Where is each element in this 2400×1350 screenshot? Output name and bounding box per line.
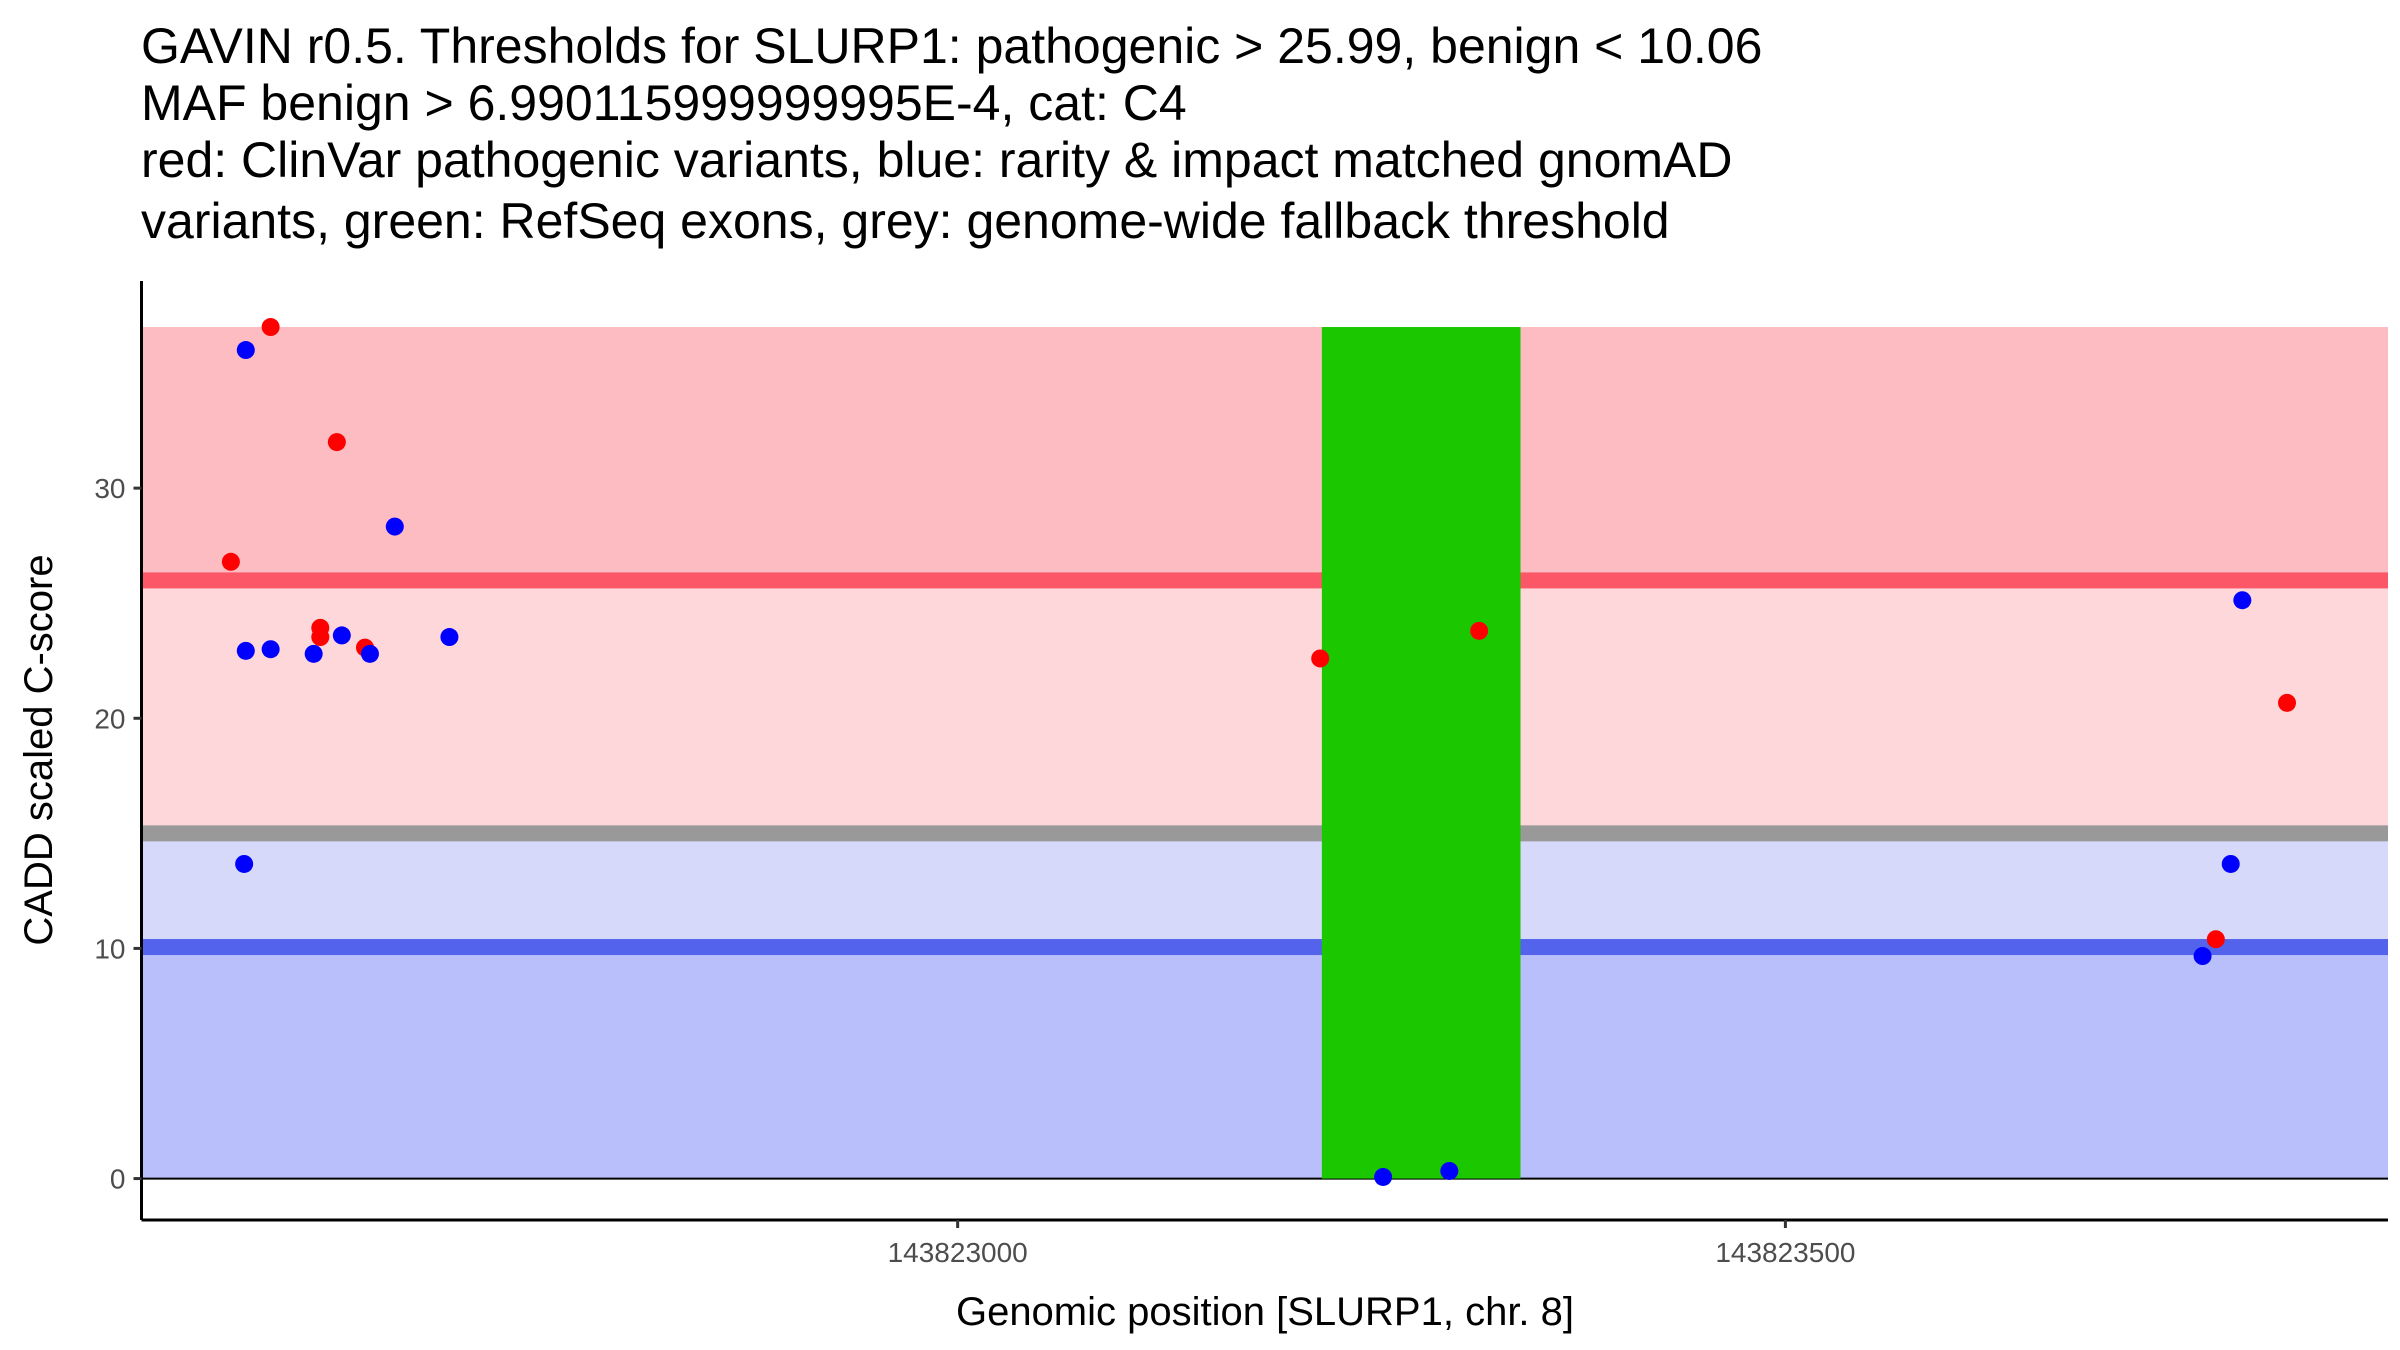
y-tick-label: 20 <box>94 703 125 734</box>
title-line-4: variants, green: RefSeq exons, grey: gen… <box>141 193 1670 249</box>
data-point <box>304 644 323 663</box>
fallback-threshold-line <box>141 825 2388 842</box>
data-point <box>236 641 255 660</box>
data-point <box>221 552 240 571</box>
y-tick-label: 10 <box>94 933 125 964</box>
x-tick-label: 143823000 <box>888 1237 1028 1268</box>
title-line-1: GAVIN r0.5. Thresholds for SLURP1: patho… <box>141 18 1762 74</box>
exon-rect <box>1321 327 1521 1179</box>
chart-title: GAVIN r0.5. Thresholds for SLURP1: patho… <box>141 18 1762 249</box>
axes: 0 10 20 30 143823000 143823500 <box>94 281 2388 1268</box>
data-point <box>2206 930 2225 949</box>
fallback-pathogenic-zone-band <box>141 580 2388 834</box>
data-point <box>1374 1167 1393 1186</box>
data-point <box>385 517 404 536</box>
y-tick-label: 30 <box>94 473 125 504</box>
benign-threshold-line <box>141 939 2388 956</box>
benign-zone-band <box>141 947 2388 1179</box>
y-axis-title: CADD scaled C-score <box>17 554 61 945</box>
data-point <box>311 628 330 647</box>
data-point <box>332 626 351 645</box>
title-line-3: red: ClinVar pathogenic variants, blue: … <box>141 132 1732 188</box>
data-point <box>236 341 255 360</box>
data-point <box>2193 947 2212 966</box>
fallback-benign-zone-band <box>141 833 2388 948</box>
data-point <box>1470 621 1489 640</box>
x-axis-title: Genomic position [SLURP1, chr. 8] <box>956 1290 1574 1334</box>
data-point <box>360 644 379 663</box>
title-line-2: MAF benign > 6.990115999999995E-4, cat: … <box>141 75 1187 131</box>
x-tick-label: 143823500 <box>1715 1237 1855 1268</box>
data-point <box>2278 693 2297 712</box>
data-point <box>1440 1161 1459 1180</box>
data-point <box>261 640 280 659</box>
data-point <box>261 318 280 337</box>
plot-area <box>141 318 2388 1186</box>
data-point <box>2233 591 2252 610</box>
pathogenic-zone-band <box>141 327 2388 581</box>
data-point <box>2221 854 2240 873</box>
data-point <box>440 628 459 647</box>
data-point <box>1311 649 1330 668</box>
y-tick-label: 0 <box>110 1164 126 1195</box>
data-point <box>235 854 254 873</box>
data-point <box>327 433 346 452</box>
pathogenic-threshold-line <box>141 572 2388 589</box>
